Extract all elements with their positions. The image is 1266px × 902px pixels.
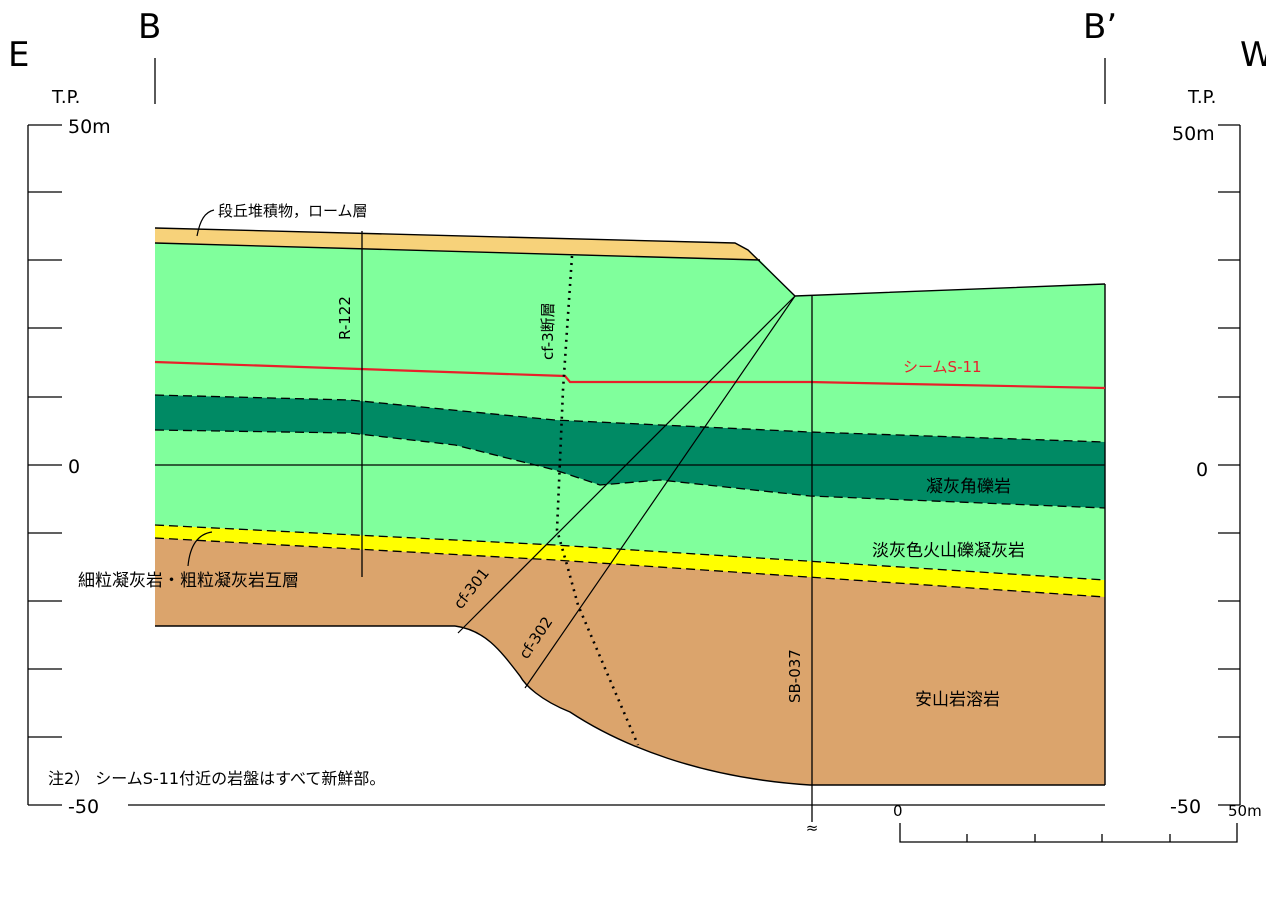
cf301-fault-line bbox=[457, 295, 796, 634]
seam-s11-line bbox=[154, 360, 1106, 390]
borehole-continues-symbol: ≈ bbox=[806, 819, 819, 837]
right-bottom-tick-label: -50 bbox=[1170, 796, 1201, 818]
right-elevation-axis bbox=[1218, 124, 1241, 806]
geologic-units bbox=[155, 228, 1105, 785]
footnote: 注2） シームS-11付近の岩盤はすべて新鮮部。 bbox=[48, 769, 385, 788]
left-top-tick-label: 50m bbox=[68, 116, 111, 138]
left-bottom-tick-label: -50 bbox=[68, 796, 99, 818]
right-top-tick-label: 50m bbox=[1172, 123, 1215, 145]
breccia-base-boundary bbox=[154, 429, 1106, 509]
terrace-deposit-label: 段丘堆積物，ローム層 bbox=[218, 202, 368, 220]
scale-bar bbox=[899, 823, 1238, 843]
tuff-alternation-label: 細粒凝灰岩・粗粒凝灰岩互層 bbox=[78, 571, 299, 591]
section-end-label: B’ bbox=[1083, 7, 1117, 47]
cf302-fault-line bbox=[524, 295, 796, 689]
right-direction-label: W bbox=[1240, 35, 1266, 75]
tuff-breccia-unit bbox=[155, 395, 1105, 508]
left-datum-label: T.P. bbox=[51, 87, 80, 108]
tuff-breccia-label: 凝灰角礫岩 bbox=[926, 477, 1011, 497]
alternation-leader-line bbox=[187, 531, 213, 567]
section-start-label: B bbox=[138, 7, 161, 47]
sb037-borehole-label: SB-037 bbox=[786, 649, 804, 703]
right-zero-tick-label: 0 bbox=[1196, 459, 1208, 481]
left-elevation-axis bbox=[27, 124, 62, 806]
alternation-base-boundary bbox=[154, 537, 1106, 598]
right-datum-label: T.P. bbox=[1187, 87, 1216, 108]
terrace-deposit-unit bbox=[155, 228, 760, 260]
cf3-fault-line bbox=[555, 255, 640, 746]
unit-boundaries bbox=[154, 227, 1106, 786]
alternation-top-boundary bbox=[154, 524, 1106, 581]
terrace-base-line bbox=[154, 242, 761, 261]
tuff-alternation-unit bbox=[155, 525, 1105, 597]
breccia-top-boundary bbox=[154, 394, 1106, 443]
left-direction-label: E bbox=[8, 35, 29, 75]
andesite-lava-label: 安山岩溶岩 bbox=[915, 690, 1000, 710]
cf3-fault-label: cf-3断層 bbox=[539, 302, 557, 360]
lapilli-tuff-label: 淡灰色火山礫凝灰岩 bbox=[872, 541, 1025, 561]
dashed-boundaries bbox=[154, 394, 1106, 598]
ground-surface-line bbox=[154, 227, 1106, 297]
bedrock-base-curve bbox=[454, 625, 1105, 786]
terrace-leader-line bbox=[196, 209, 215, 237]
scale-start-label: 0 bbox=[893, 802, 903, 820]
scale-end-label: 50m bbox=[1228, 802, 1262, 820]
seam-s11-label: シームS-11 bbox=[903, 358, 982, 376]
left-zero-tick-label: 0 bbox=[68, 456, 80, 478]
andesite-lava-unit bbox=[155, 538, 1105, 785]
r122-borehole-label: R-122 bbox=[336, 296, 354, 340]
